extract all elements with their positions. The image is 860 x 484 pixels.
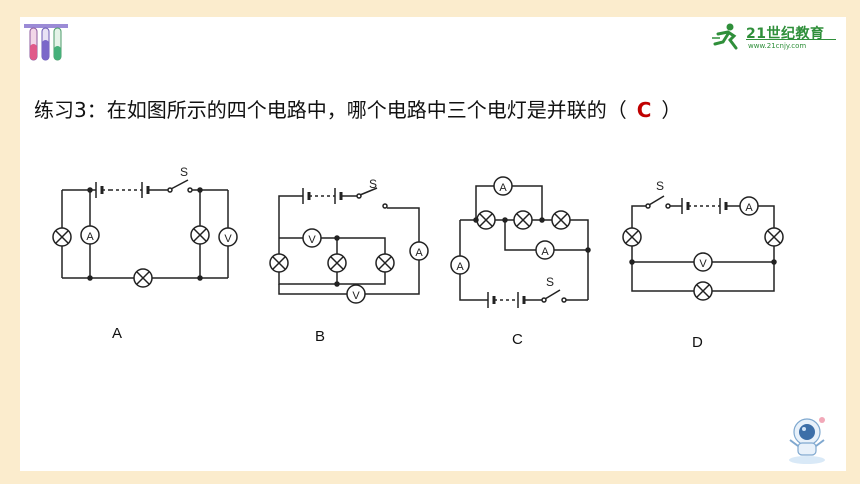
brand-logo: 21世纪教育 www.21cnjy.com (708, 20, 838, 56)
circuit-c-ammeter-mid-label: A (541, 246, 549, 258)
circuit-b-switch-label: S (369, 177, 377, 191)
circuit-d-switch-label: S (656, 179, 664, 193)
astronaut-icon (789, 417, 825, 464)
circuit-d-label: D (692, 334, 703, 351)
question-suffix: ） (661, 98, 682, 122)
runner-icon (712, 23, 738, 50)
circuit-a-ammeter-label: A (86, 231, 94, 243)
circuit-b-voltmeter-2-label: V (352, 290, 360, 302)
circuit-d-diagram: A V S (620, 176, 786, 306)
circuit-c-switch-label: S (546, 275, 554, 289)
brand-divider (746, 39, 836, 40)
circuit-a-voltmeter-label: V (224, 233, 232, 245)
circuit-d-voltmeter-label: V (699, 258, 707, 270)
circuit-c-ammeter-left-label: A (456, 261, 464, 273)
circuit-a-diagram: A V S (50, 160, 240, 290)
circuit-b-ammeter-label: A (415, 247, 423, 259)
circuit-a-switch-label: S (180, 165, 188, 179)
circuit-b-diagram: V V A S (265, 176, 433, 306)
question-prefix: 练习3：在如图所示的四个电路中，哪个电路中三个电灯是并联的（ (34, 98, 627, 122)
circuit-b-label: B (315, 328, 326, 345)
question-answer: C (636, 98, 652, 122)
circuit-c-label: C (512, 331, 523, 348)
brand-url: www.21cnjy.com (748, 42, 807, 50)
circuit-c-ammeter-top-label: A (499, 182, 507, 194)
test-tubes-icon (24, 24, 68, 61)
brand-name: 21世纪教育 (746, 26, 825, 42)
circuit-a-label: A (112, 325, 123, 342)
circuit-d-ammeter-label: A (745, 202, 753, 214)
question-text: 练习3：在如图所示的四个电路中，哪个电路中三个电灯是并联的（ C ） (34, 94, 681, 123)
circuit-c-diagram: A A A S (450, 172, 596, 308)
circuit-b-voltmeter-label: V (308, 234, 316, 246)
